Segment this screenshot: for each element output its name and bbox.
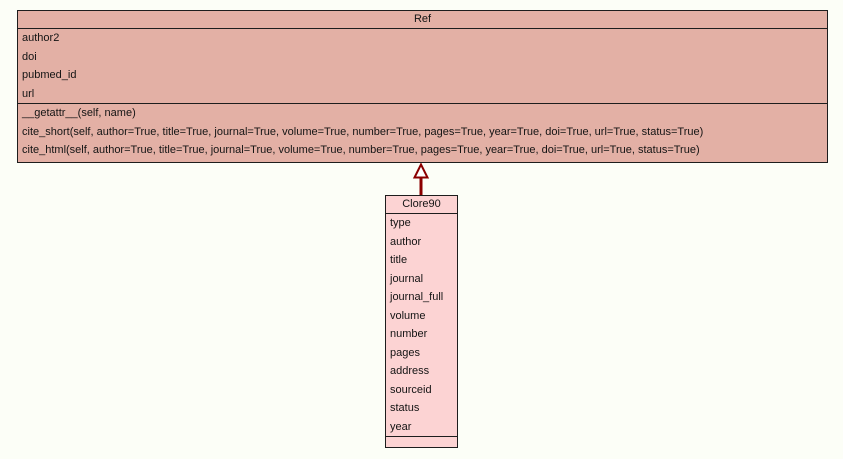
class-title: Ref	[18, 11, 827, 29]
attribute-row: title	[390, 254, 408, 266]
attribute-row: address	[390, 365, 430, 377]
attribute-row: status	[390, 402, 420, 414]
attribute-row: sourceid	[390, 383, 432, 396]
attributes-compartment: author2 doi pubmed_id url	[18, 29, 827, 104]
methods-compartment: __getattr__(self, name) cite_short(self,…	[18, 104, 827, 162]
class-node-clore90[interactable]: Clore90 type author title journal journa…	[385, 195, 458, 448]
attribute-row: url	[22, 87, 35, 100]
attribute-row: pages	[390, 346, 420, 359]
class-node-ref[interactable]: Ref author2 doi pubmed_id url __getattr_…	[17, 10, 828, 163]
inheritance-arrow	[412, 163, 430, 195]
attribute-row: author	[390, 235, 422, 248]
attribute-row: doi	[22, 50, 37, 63]
method-row: __getattr__(self, name)	[22, 107, 136, 119]
attribute-row: year	[390, 420, 412, 433]
method-row: cite_html(self, author=True, title=True,…	[22, 144, 700, 156]
attribute-row: author2	[22, 32, 60, 44]
method-row: cite_short(self, author=True, title=True…	[22, 125, 704, 138]
attribute-row: pubmed_id	[22, 69, 77, 81]
inheritance-triangle-icon	[412, 163, 430, 179]
class-title: Clore90	[386, 196, 457, 214]
attribute-row: type	[390, 217, 411, 229]
attribute-row: volume	[390, 309, 426, 322]
attribute-row: journal_full	[390, 291, 444, 303]
attributes-compartment: type author title journal journal_full v…	[386, 214, 457, 437]
attribute-row: journal	[390, 272, 424, 285]
attribute-row: number	[390, 328, 428, 340]
methods-compartment-empty	[386, 437, 457, 447]
